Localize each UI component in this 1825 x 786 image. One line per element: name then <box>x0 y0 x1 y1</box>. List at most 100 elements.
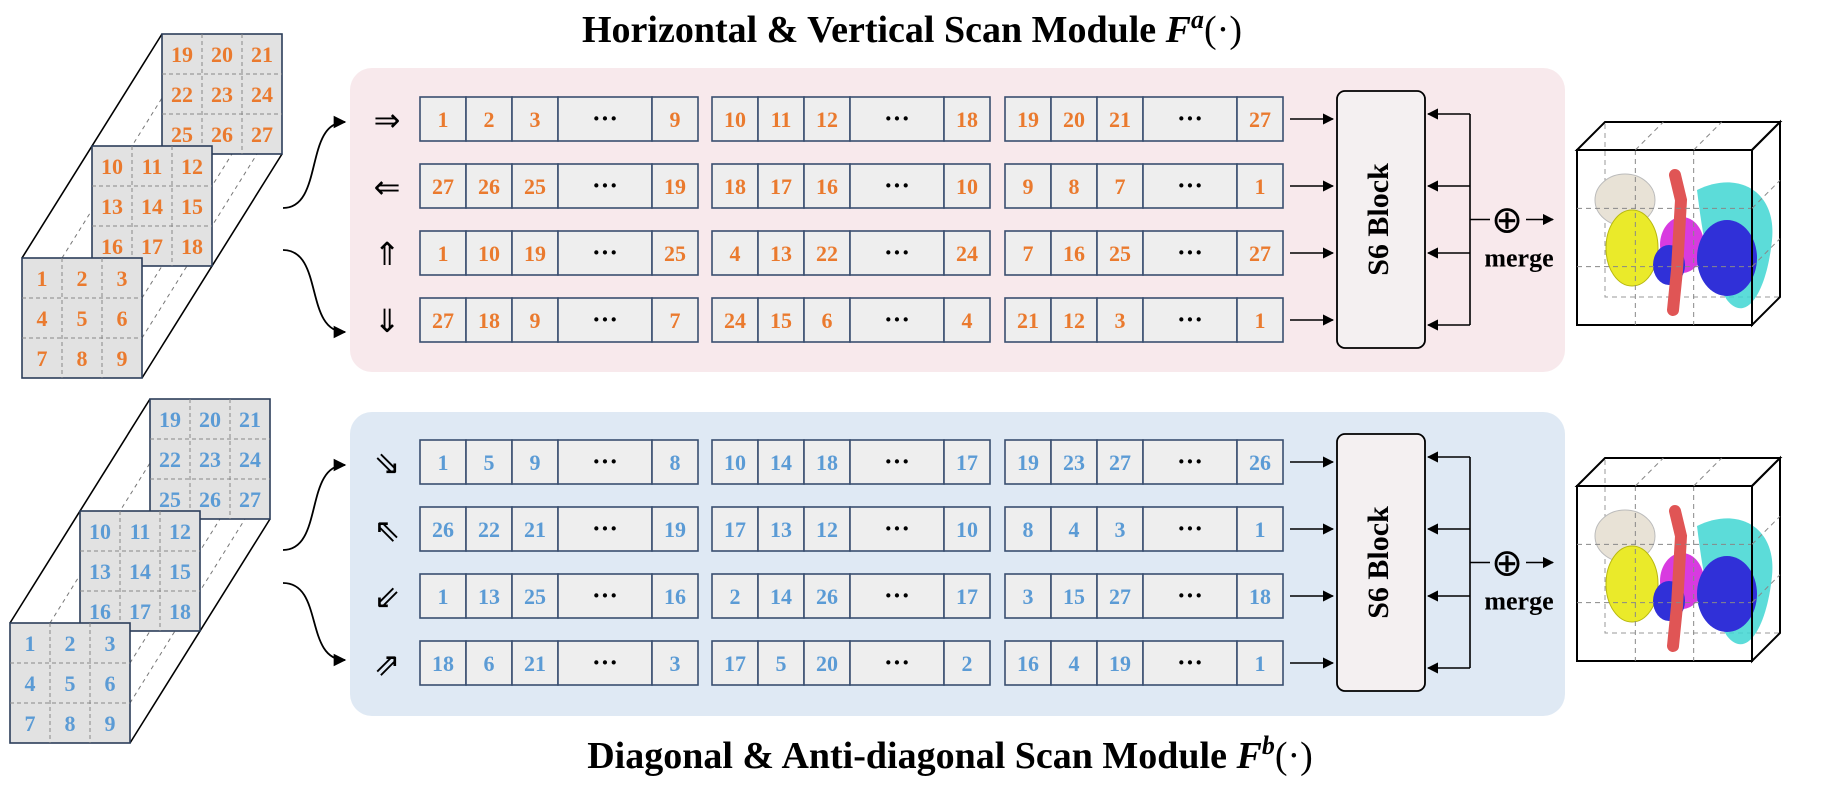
sequence-cell <box>1236 230 1284 276</box>
sequence-cell-label: 27 <box>1109 584 1131 609</box>
title-b-func: F <box>1235 735 1261 777</box>
cube-grid-line <box>1634 457 1664 487</box>
sequence-cell <box>849 506 945 552</box>
sequence-cell-label: 21 <box>524 517 546 542</box>
sequence-cell-label: 3 <box>530 107 541 132</box>
sequence-cell-label: 9 <box>530 450 541 475</box>
ellipsis-label: ··· <box>884 238 910 267</box>
sequence-cell-label: 17 <box>724 651 746 676</box>
cube-grid-line <box>1751 515 1781 545</box>
sequence-cell <box>803 163 851 209</box>
sequence-cell <box>943 506 991 552</box>
organ-segmentation <box>1594 505 1773 652</box>
sequence-cell-label: 10 <box>478 241 500 266</box>
cube-grid-line <box>1751 238 1781 268</box>
sequence-cell <box>1050 297 1098 343</box>
volume-cell-label: 1 <box>25 631 36 656</box>
sequence-cell <box>849 573 945 619</box>
volume-cell-label: 27 <box>251 122 273 147</box>
sequence-cell-label: 26 <box>432 517 454 542</box>
left-double-arrow-icon: ⇐ <box>374 168 401 206</box>
sequence-cell <box>757 230 805 276</box>
sequence-cell <box>943 297 991 343</box>
sequence-cell-label: 3 <box>1023 584 1034 609</box>
sequence-cell <box>651 506 699 552</box>
sequence-cell-label: 8 <box>1069 174 1080 199</box>
sequence-cell-label: 3 <box>1115 308 1126 333</box>
ellipsis-label: ··· <box>1177 171 1203 200</box>
sequence-cell <box>651 439 699 485</box>
kidney-right-organ <box>1697 220 1757 296</box>
volume-cell-label: 10 <box>89 519 111 544</box>
title-b-text: Diagonal & Anti-diagonal Scan Module <box>587 735 1236 777</box>
volume-cell-label: 9 <box>105 711 116 736</box>
sequence-cell <box>511 163 559 209</box>
up-left-double-arrow-icon: ⇖ <box>374 511 401 549</box>
sequence-cell-label: 12 <box>816 107 838 132</box>
segmentation-output-a <box>1574 119 1783 328</box>
sequence-cell-label: 24 <box>956 241 978 266</box>
volume-cell-label: 8 <box>65 711 76 736</box>
slice-face <box>91 145 213 267</box>
ellipsis-label: ··· <box>884 171 910 200</box>
sequence-cell-label: 7 <box>1115 174 1126 199</box>
sequence-cell <box>419 96 467 142</box>
sequence-cell-label: 14 <box>770 584 792 609</box>
sequence-cell <box>651 230 699 276</box>
sequence-cell-label: 13 <box>770 241 792 266</box>
segmentation-output-b <box>1574 455 1783 664</box>
sequence-cell <box>651 297 699 343</box>
up-double-arrow-icon: ⇑ <box>374 235 401 273</box>
volume-cell-label: 24 <box>239 447 261 472</box>
volume-cell-label: 17 <box>141 234 163 259</box>
sequence-cell-label: 20 <box>1063 107 1085 132</box>
volume-cell-label: 3 <box>105 631 116 656</box>
sequence-cell <box>1142 640 1238 686</box>
sequence-cell-label: 5 <box>776 651 787 676</box>
ellipsis-label: ··· <box>592 171 618 200</box>
sequence-cell <box>1236 163 1284 209</box>
ellipsis-label: ··· <box>1177 514 1203 543</box>
volume-cell-label: 25 <box>171 122 193 147</box>
cube-top-face <box>1574 121 1783 151</box>
sequence-cell-label: 25 <box>664 241 686 266</box>
sequence-cell-label: 26 <box>478 174 500 199</box>
sequence-cell-label: 16 <box>664 584 686 609</box>
kidney-left-organ <box>1605 545 1659 623</box>
sequence-cell <box>419 640 467 686</box>
module-b-panel <box>350 412 1565 716</box>
sequence-cell <box>511 96 559 142</box>
volume-cell-label: 9 <box>117 346 128 371</box>
merge-plus-icon: ⊕ <box>1491 198 1523 242</box>
sequence-cell-label: 25 <box>1109 241 1131 266</box>
sequence-cell-label: 26 <box>1249 450 1271 475</box>
s6-block-label: S6 Block <box>1362 506 1395 619</box>
sequence-cell <box>1236 96 1284 142</box>
sequence-cell <box>757 640 805 686</box>
volume-cell-label: 7 <box>25 711 36 736</box>
volume-cell-label: 25 <box>159 487 181 512</box>
ellipsis-label: ··· <box>592 238 618 267</box>
sequence-cell <box>465 506 513 552</box>
sequence-cell-label: 19 <box>664 174 686 199</box>
sequence-cell <box>803 230 851 276</box>
curved-arrow <box>282 458 347 551</box>
title-a-sup: a <box>1191 5 1204 34</box>
sequence-cell-label: 22 <box>478 517 500 542</box>
cube-grid-line <box>1751 179 1781 209</box>
volume-cell-label: 19 <box>171 42 193 67</box>
sequence-cell-label: 16 <box>1063 241 1085 266</box>
